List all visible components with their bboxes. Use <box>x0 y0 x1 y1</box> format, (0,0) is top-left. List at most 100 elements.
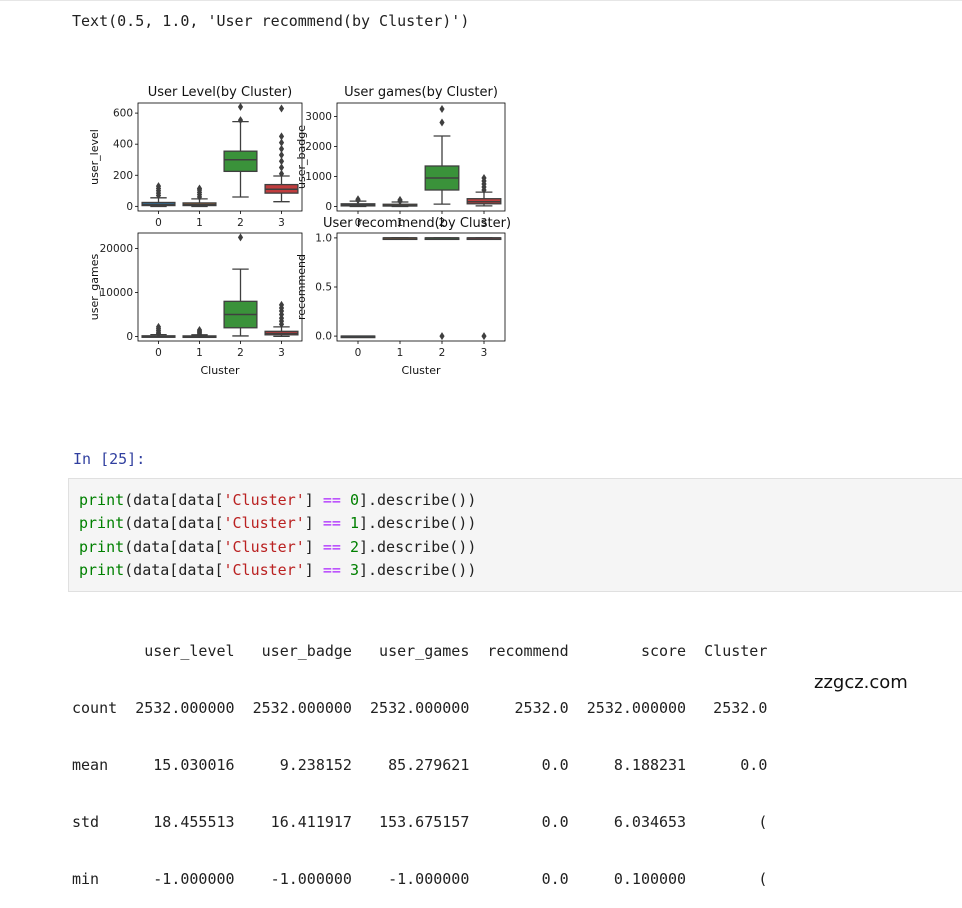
box-cluster-0 <box>340 335 376 339</box>
y-tick-label: 0 <box>126 201 133 213</box>
outlier-point <box>397 195 403 204</box>
output-text: Text(0.5, 1.0, 'User recommend(by Cluste… <box>72 12 470 30</box>
subplot-title: User Level(by Cluster) <box>148 85 292 100</box>
subplot-title: User recommend(by Cluster) <box>323 216 511 231</box>
x-tick-label: 0 <box>155 217 162 229</box>
cell-top-border <box>0 0 962 1</box>
outlier-point <box>481 332 487 341</box>
box-cluster-3 <box>466 237 502 341</box>
box-cluster-3 <box>264 104 299 203</box>
outlier-point <box>278 132 285 141</box>
outlier-point <box>237 102 244 111</box>
box-cluster-1 <box>382 195 418 208</box>
axes-frame <box>336 232 506 342</box>
input-prompt: In [25]: <box>73 450 146 468</box>
box-cluster-0 <box>141 322 176 338</box>
watermark: zzgcz.com <box>808 672 914 693</box>
x-tick-label: 3 <box>278 347 285 359</box>
y-axis-label: recommend <box>295 254 308 320</box>
y-tick-label: 200 <box>113 170 133 182</box>
box-cluster-1 <box>382 237 418 241</box>
axes-frame <box>336 102 506 212</box>
table-row: min -1.000000 -1.000000 -1.000000 0.0 0.… <box>72 870 768 888</box>
code-line-4[interactable]: print(data[data['Cluster'] == 3].describ… <box>79 561 477 579</box>
outlier-point <box>237 233 244 242</box>
x-tick-label: 0 <box>355 217 362 229</box>
x-tick-label: 2 <box>237 217 244 229</box>
x-tick-label: 1 <box>196 347 203 359</box>
outlier-point <box>278 300 285 309</box>
x-tick-label: 3 <box>481 347 488 359</box>
x-tick-label: 2 <box>237 347 244 359</box>
outlier-point <box>278 151 285 160</box>
outlier-point <box>278 138 285 147</box>
y-tick-label: 400 <box>113 139 133 151</box>
y-tick-label: 600 <box>113 108 133 120</box>
y-tick-label: 0.5 <box>315 282 332 294</box>
y-tick-label: 1000 <box>305 171 332 183</box>
outlier-point <box>278 104 285 113</box>
x-tick-label: 1 <box>196 217 203 229</box>
outlier-point <box>439 105 445 113</box>
x-tick-label: 0 <box>355 347 362 359</box>
table-header: user_level user_badge user_games recomme… <box>72 642 768 660</box>
outlier-point <box>355 195 361 204</box>
box-cluster-1 <box>182 325 217 339</box>
box-cluster-3 <box>466 174 502 207</box>
x-tick-label: 2 <box>439 217 446 229</box>
box-iqr <box>223 150 258 173</box>
outlier-point <box>196 325 203 334</box>
y-tick-label: 2000 <box>305 141 332 153</box>
x-tick-label: 2 <box>439 347 446 359</box>
outlier-point <box>155 182 162 191</box>
y-tick-label: 1.0 <box>315 232 332 244</box>
outlier-point <box>278 157 285 166</box>
y-tick-label: 20000 <box>100 243 133 255</box>
x-tick-label: 0 <box>155 347 162 359</box>
y-tick-label: 0 <box>325 201 332 213</box>
y-axis-label: user_badge <box>295 125 308 189</box>
code-line-1[interactable]: print(data[data['Cluster'] == 0].describ… <box>79 491 477 509</box>
subplot-0: 0 200 400 600 0 1 2 3 User Level(by Cluster) user… <box>88 85 303 229</box>
code-cell[interactable]: print(data[data['Cluster'] == 0].describ… <box>68 478 962 592</box>
outlier-point <box>278 169 285 178</box>
x-tick-label: 3 <box>278 217 285 229</box>
x-tick-label: 3 <box>481 217 488 229</box>
box-cluster-0 <box>141 182 176 208</box>
table-row: count 2532.000000 2532.000000 2532.00000… <box>72 699 768 717</box>
y-axis-label: user_level <box>88 129 101 185</box>
axes-frame <box>137 232 303 342</box>
outlier-point <box>439 118 445 127</box>
outlier-point <box>237 116 244 125</box>
box-cluster-2 <box>424 105 460 205</box>
y-axis-label: user_games <box>88 254 101 321</box>
outlier-point <box>439 332 445 341</box>
subplot-title: User games(by Cluster) <box>344 85 498 100</box>
box-cluster-2 <box>223 233 258 337</box>
y-tick-label: 10000 <box>100 287 133 299</box>
describe-output: user_level user_badge user_games recomme… <box>72 604 767 908</box>
table-row: mean 15.030016 9.238152 85.279621 0.0 8.… <box>72 756 768 774</box>
outlier-point <box>196 184 203 193</box>
x-axis-label: Cluster <box>401 364 441 377</box>
outlier-point <box>278 163 285 172</box>
box-cluster-0 <box>340 195 376 208</box>
box-cluster-1 <box>182 184 217 208</box>
code-line-2[interactable]: print(data[data['Cluster'] == 1].describ… <box>79 514 477 532</box>
code-line-3[interactable]: print(data[data['Cluster'] == 2].describ… <box>79 538 477 556</box>
x-axis-label: Cluster <box>200 364 240 377</box>
x-tick-label: 1 <box>397 217 404 229</box>
outlier-point <box>278 144 285 153</box>
outlier-point <box>481 174 487 182</box>
axes-frame <box>137 102 303 212</box>
outlier-point <box>155 322 162 331</box>
box-cluster-3 <box>264 300 299 338</box>
box-cluster-2 <box>424 237 460 341</box>
table-row: std 18.455513 16.411917 153.675157 0.0 6… <box>72 813 768 831</box>
y-tick-label: 0 <box>126 331 133 343</box>
